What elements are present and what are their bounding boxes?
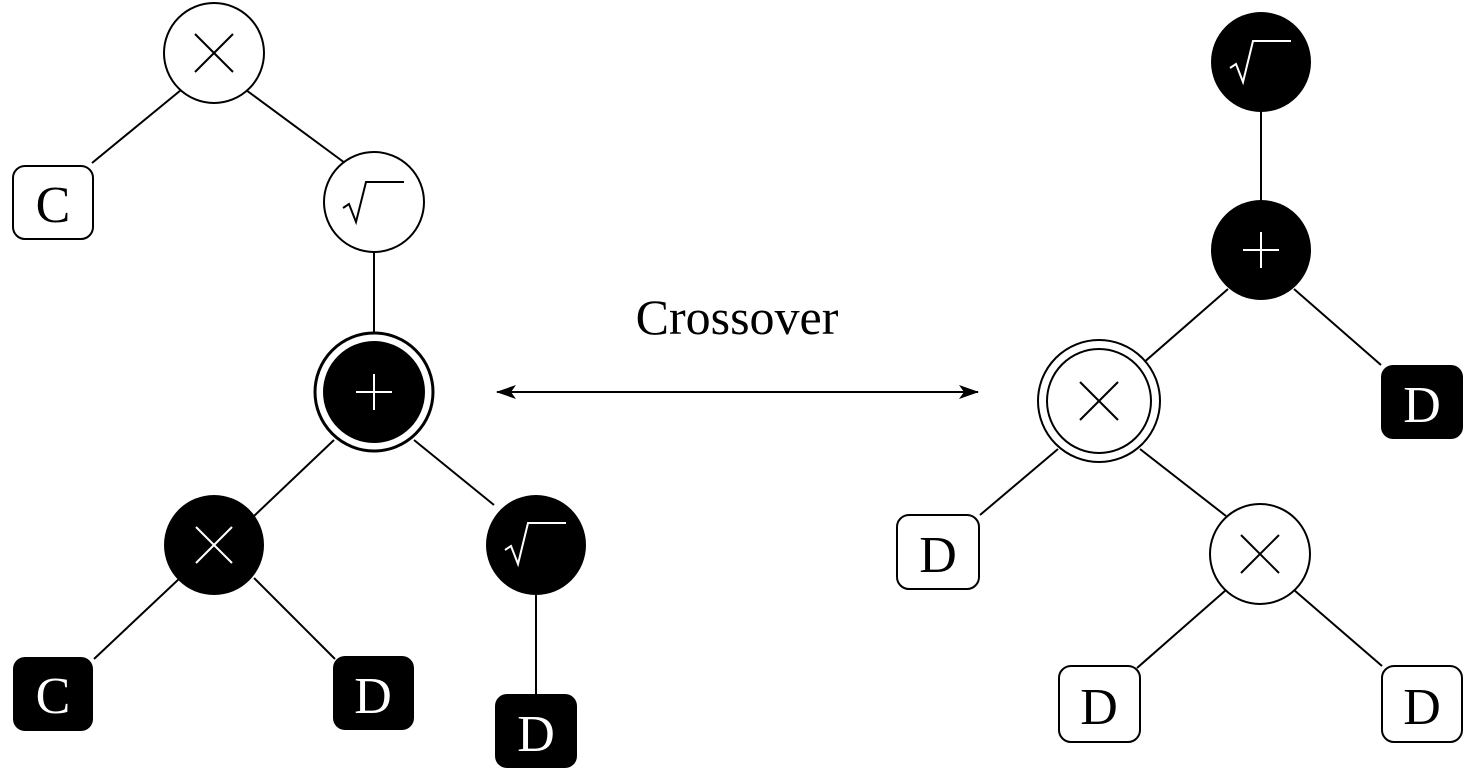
leaf-label: C xyxy=(36,177,71,234)
edge-plus-to-times xyxy=(253,439,335,517)
plus-icon xyxy=(1243,232,1279,268)
plus-node-selected xyxy=(313,331,435,453)
right-tree-edges xyxy=(979,110,1383,669)
leaf-node-c: C xyxy=(12,165,94,240)
times-icon xyxy=(195,526,233,564)
edge-times-root-to-sqrt xyxy=(245,89,346,164)
leaf-node-d: D xyxy=(1381,365,1463,439)
sqrt-icon xyxy=(342,181,404,226)
crossover-label: Crossover xyxy=(636,289,839,345)
times-node xyxy=(163,2,265,104)
times-node xyxy=(1209,503,1311,605)
leaf-label: D xyxy=(919,527,957,584)
edge-plus-to-times-right xyxy=(1141,288,1229,365)
sqrt-node xyxy=(486,495,586,595)
edge-times2-to-d-right xyxy=(1293,589,1383,667)
leaf-label: D xyxy=(1403,377,1441,434)
edge-times-to-c xyxy=(93,577,181,660)
left-tree-edges xyxy=(91,89,537,694)
times-icon xyxy=(1079,381,1119,421)
plus-node xyxy=(1211,200,1311,300)
leaf-node-d: D xyxy=(896,514,980,590)
leaf-label: D xyxy=(1403,679,1441,736)
edge-times-to-times-right xyxy=(1139,448,1227,517)
sqrt-icon xyxy=(1229,40,1291,86)
times-node xyxy=(164,495,264,595)
sqrt-icon xyxy=(504,522,566,568)
edge-plus-to-sqrt xyxy=(413,439,495,506)
times-node-selected xyxy=(1037,339,1161,463)
plus-icon xyxy=(356,374,392,410)
sqrt-node xyxy=(323,151,425,253)
leaf-node-d: D xyxy=(1381,665,1463,743)
leaf-node-d: D xyxy=(495,694,577,768)
leaf-node-d: D xyxy=(333,656,414,730)
leaf-label: D xyxy=(517,706,555,763)
edge-plus-to-d-right xyxy=(1293,288,1382,366)
sqrt-node xyxy=(1211,12,1311,112)
times-icon xyxy=(1240,534,1280,574)
leaf-label: D xyxy=(354,668,392,725)
edge-times-to-d-right xyxy=(979,448,1059,516)
leaf-label: C xyxy=(36,668,71,725)
leaf-label: D xyxy=(1080,679,1118,736)
edge-times-root-to-c xyxy=(91,89,182,164)
leaf-node-d: D xyxy=(1058,665,1141,743)
edge-times-to-d xyxy=(253,577,336,660)
leaf-node-c: C xyxy=(13,657,93,731)
edge-times2-to-d-left xyxy=(1136,589,1227,669)
times-icon xyxy=(194,33,234,73)
